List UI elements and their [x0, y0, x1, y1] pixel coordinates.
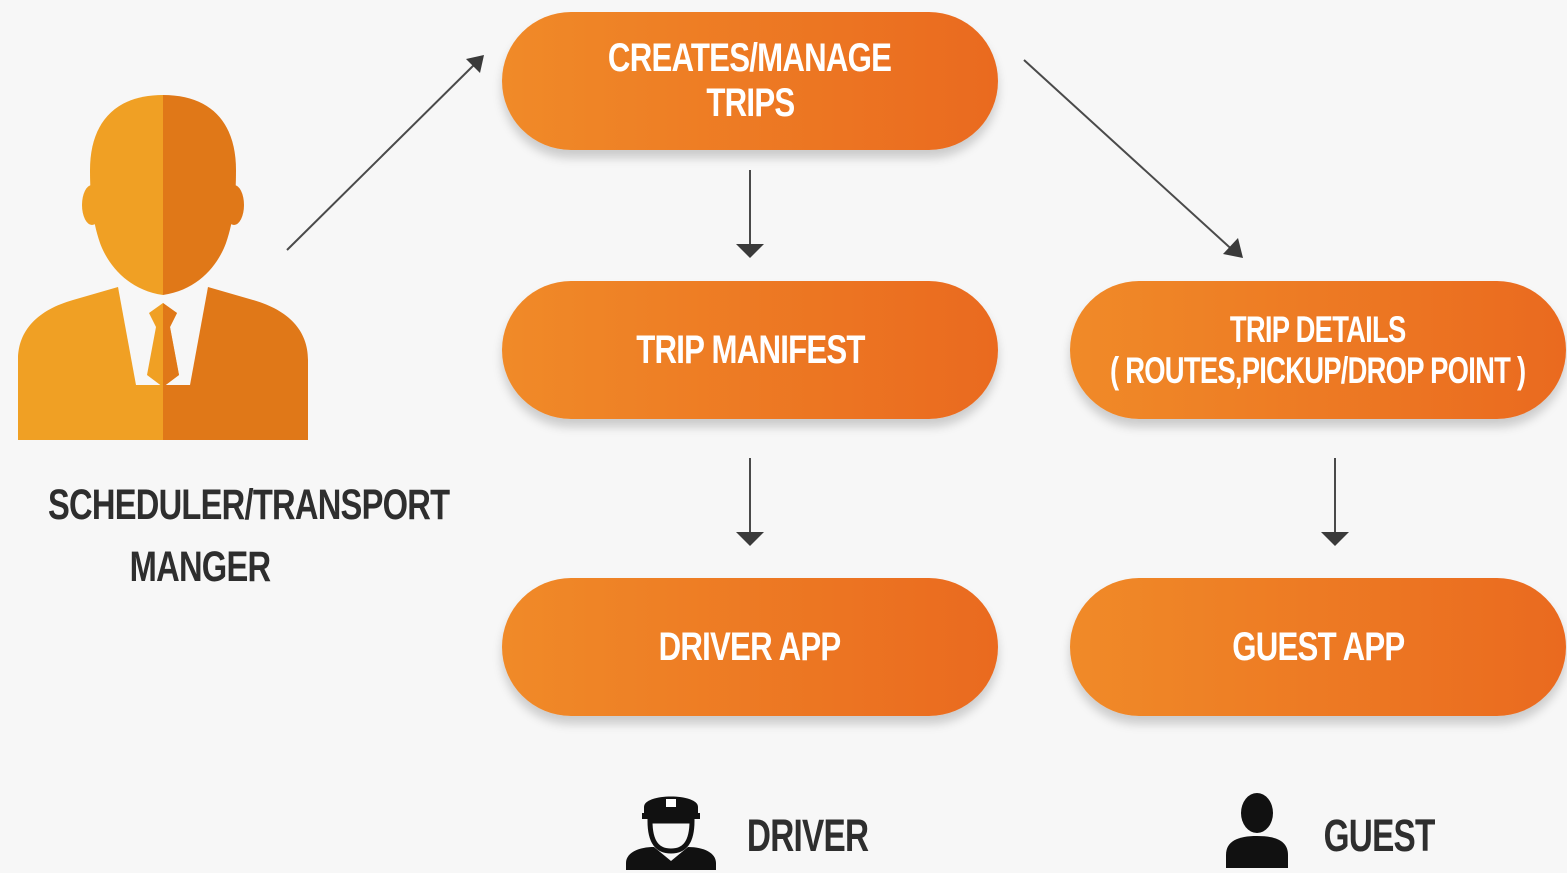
- arrowhead-actor-to-creates: [466, 55, 484, 73]
- arrow-actor-to-creates: [286, 56, 483, 251]
- arrowhead-creates-to-manifest: [736, 244, 764, 258]
- node-label: DRIVER APP: [659, 624, 842, 669]
- actor-label-line2: MANGER: [129, 543, 271, 591]
- node-label: GUEST APP: [1231, 624, 1405, 669]
- arrowhead-manifest-to-driver-app: [736, 532, 764, 546]
- driver-app-node: DRIVER APP: [502, 578, 998, 716]
- creates-manage-trips-node: CREATES/MANAGE TRIPS: [502, 12, 998, 150]
- arrowhead-details-to-guest-app: [1321, 532, 1349, 546]
- driver-role-label: DRIVER: [730, 810, 869, 862]
- node-label: TRIP MANIFEST: [635, 327, 865, 372]
- guest-app-node: GUEST APP: [1070, 578, 1566, 716]
- guest-role-text: GUEST: [1323, 810, 1436, 861]
- node-label: CREATES/MANAGE: [608, 36, 892, 81]
- arrowhead-creates-to-details: [1223, 238, 1243, 258]
- trip-details-node: TRIP DETAILS ( ROUTES,PICKUP/DROP POINT …: [1070, 281, 1566, 419]
- node-label: TRIPS: [706, 81, 795, 125]
- guest-role-label: GUEST: [1308, 810, 1436, 862]
- businessman-icon: [18, 95, 308, 440]
- trip-manifest-node: TRIP MANIFEST: [502, 281, 998, 419]
- actor-label-line1: SCHEDULER/TRANSPORT: [48, 481, 450, 529]
- node-label: TRIP DETAILS: [1230, 308, 1406, 350]
- driver-icon: [626, 796, 716, 870]
- arrow-creates-to-details: [1023, 59, 1239, 256]
- node-sublabel: ( ROUTES,PICKUP/DROP POINT ): [1110, 350, 1526, 391]
- actor-label: SCHEDULER/TRANSPORT MANGER: [0, 474, 450, 598]
- guest-icon: [1226, 793, 1288, 868]
- driver-role-text: DRIVER: [746, 810, 869, 861]
